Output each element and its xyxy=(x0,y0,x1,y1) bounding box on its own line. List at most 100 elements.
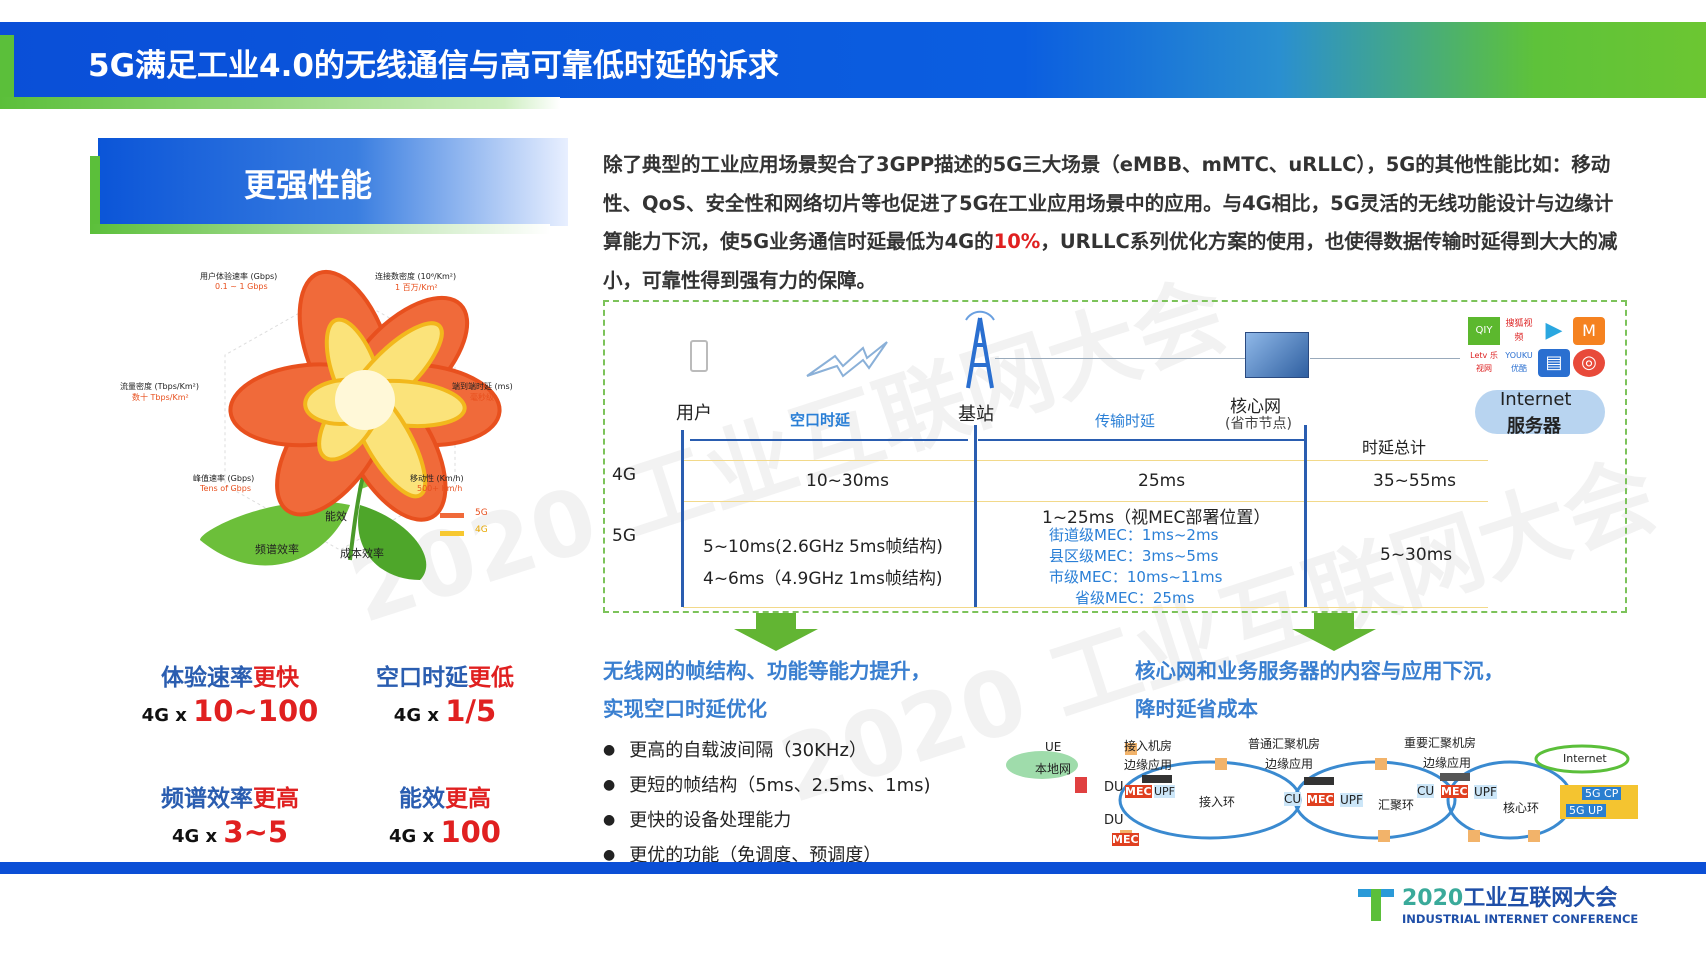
room-label: 接入机房 xyxy=(1124,739,1173,753)
node-core: 核心网 xyxy=(1230,397,1281,417)
row-divider xyxy=(683,607,1488,608)
edge-label: 边缘应用 xyxy=(1124,758,1173,772)
legend-label-4g: 4G xyxy=(475,525,488,535)
row-5g-trans: 1~25ms（视MEC部署位置） xyxy=(1042,508,1271,528)
node-internet: Internet xyxy=(1500,389,1572,410)
row-4g-air: 10~30ms xyxy=(806,471,889,491)
mec-box: MEC xyxy=(1307,793,1334,806)
mec-street: 街道级MEC：1ms~2ms xyxy=(1049,526,1219,544)
room-label: 重要汇聚机房 xyxy=(1404,736,1477,750)
down-arrow xyxy=(734,629,818,651)
edge-label: 边缘应用 xyxy=(1265,757,1314,771)
column-line xyxy=(974,425,977,607)
axis-value: 1 百万/Km² xyxy=(395,283,438,292)
bullet-item: 更快的设备处理能力 xyxy=(603,803,931,838)
upf-box: UPF xyxy=(1474,785,1497,799)
down-arrow xyxy=(1314,613,1354,629)
leaf xyxy=(358,505,427,580)
core-network-switch-icon xyxy=(1245,332,1309,378)
mgtv-icon: M xyxy=(1573,317,1605,345)
iqiyi-icon: QIY xyxy=(1468,317,1500,345)
phone-icon xyxy=(690,340,708,372)
du-box: DU xyxy=(1104,780,1124,795)
section-title: 更强性能 xyxy=(243,166,372,204)
axis-label: 连接数密度 (10⁶/Km²) xyxy=(375,272,457,281)
ring-label: 接入环 xyxy=(1199,795,1236,809)
5g-up-box: 5G UP xyxy=(1566,804,1606,817)
axis-value: 0.1 ~ 1 Gbps xyxy=(215,282,268,291)
column-line xyxy=(681,430,684,607)
axis-value: Tens of Gbps xyxy=(200,484,252,493)
link-line xyxy=(995,358,1245,359)
link-line xyxy=(1310,358,1460,359)
upf-box: UPF xyxy=(1154,785,1176,798)
legend-4g-swatch xyxy=(440,531,464,536)
room-label: 普通汇聚机房 xyxy=(1248,737,1321,751)
down-arrow xyxy=(1292,629,1376,651)
mec-box: MEC xyxy=(1441,785,1468,798)
segment-air: 空口时延 xyxy=(790,411,851,429)
node-server: 服务器 xyxy=(1507,416,1561,437)
page-title: 5G满足工业4.0的无线通信与高可靠低时延的诉求 xyxy=(88,48,779,84)
5g-cp-box: 5G CP xyxy=(1582,787,1622,800)
performance-flower-chart xyxy=(200,269,502,580)
column-line xyxy=(1304,425,1307,607)
axis-value: 毫秒级 xyxy=(470,393,494,402)
section-underline xyxy=(90,224,550,234)
latency-diagram xyxy=(603,300,1627,613)
upf-box: UPF xyxy=(1340,793,1363,807)
air-arrow xyxy=(690,439,968,441)
cu-box: CU xyxy=(1284,792,1302,806)
bullet-item: 更短的帧结构（5ms、2.5ms、1ms) xyxy=(603,768,930,803)
segment-total: 时延总计 xyxy=(1362,438,1427,457)
internet-label: Internet xyxy=(1563,752,1607,765)
internet-cloud xyxy=(1475,390,1605,434)
edge-label: 边缘应用 xyxy=(1423,756,1472,770)
section-accent xyxy=(90,156,100,226)
segment-trans: 传输时延 xyxy=(1095,412,1156,430)
bullet-item: 更高的自载波间隔（30KHz） xyxy=(603,733,931,768)
trans-arrow xyxy=(978,439,1304,441)
logo-mark-icon xyxy=(1358,885,1394,921)
leaf xyxy=(200,501,350,566)
row-divider xyxy=(683,501,1488,502)
axis-value: 500+ Km/h xyxy=(417,484,463,493)
title-banner xyxy=(0,22,1706,98)
mec-province: 省级MEC：25ms xyxy=(1075,589,1195,607)
radio-bullets: 更高的自载波间隔（30KHz） 更短的帧结构（5ms、2.5ms、1ms) 更快… xyxy=(603,733,931,873)
leaf-label: 能效 xyxy=(325,510,347,523)
app-icons: QIY 搜狐视频 ▶ M Letv 乐视网 YOUKU 优酷 ▤ ◎ xyxy=(1468,317,1608,377)
node-user: 用户 xyxy=(676,403,712,424)
leaf-label: 频谱效率 xyxy=(255,543,299,556)
mec-box: MEC xyxy=(1125,785,1152,798)
row-5g-total: 5~30ms xyxy=(1380,545,1453,565)
mec-county: 县区级MEC：3ms~5ms xyxy=(1049,547,1219,565)
row-5g-label: 5G xyxy=(612,526,636,546)
row-5g-air: 5~10ms(2.6GHz 5ms帧结构) xyxy=(703,537,943,557)
list-app-icon: ▤ xyxy=(1538,349,1570,377)
mec-box: MEC xyxy=(1112,833,1139,846)
axis-label: 用户体验速率 (Gbps) xyxy=(200,272,278,281)
axis-value: 数十 Tbps/Km² xyxy=(132,393,189,402)
base-station-icon xyxy=(965,310,995,389)
node-bs: 基站 xyxy=(958,404,994,425)
du-box: DU xyxy=(1104,813,1124,828)
conference-logo: 2020工业互联网大会 INDUSTRIAL INTERNET CONFEREN… xyxy=(1358,880,1638,926)
core-heading: 核心网和业务服务器的内容与应用下沉，降时延省成本 xyxy=(1135,659,1504,721)
weibo-icon: ◎ xyxy=(1573,349,1605,377)
youku-icon: YOUKU 优酷 xyxy=(1505,351,1533,373)
row-5g-air: 4~6ms（4.9GHz 1ms帧结构) xyxy=(703,569,943,589)
axis-label: 峰值速率 (Gbps) xyxy=(193,474,255,483)
local-network-label: 本地网 xyxy=(1035,762,1072,776)
video-play-icon: ▶ xyxy=(1545,318,1563,343)
bullet-item: 更优的功能（免调度、预调度） xyxy=(603,838,931,873)
row-divider xyxy=(683,460,1488,461)
banner-underline xyxy=(0,97,560,109)
row-4g-trans: 25ms xyxy=(1138,471,1186,491)
node-core-sub: (省市节点) xyxy=(1225,416,1292,432)
footer-bar xyxy=(0,862,1706,874)
ue-label: UE xyxy=(1045,740,1062,754)
